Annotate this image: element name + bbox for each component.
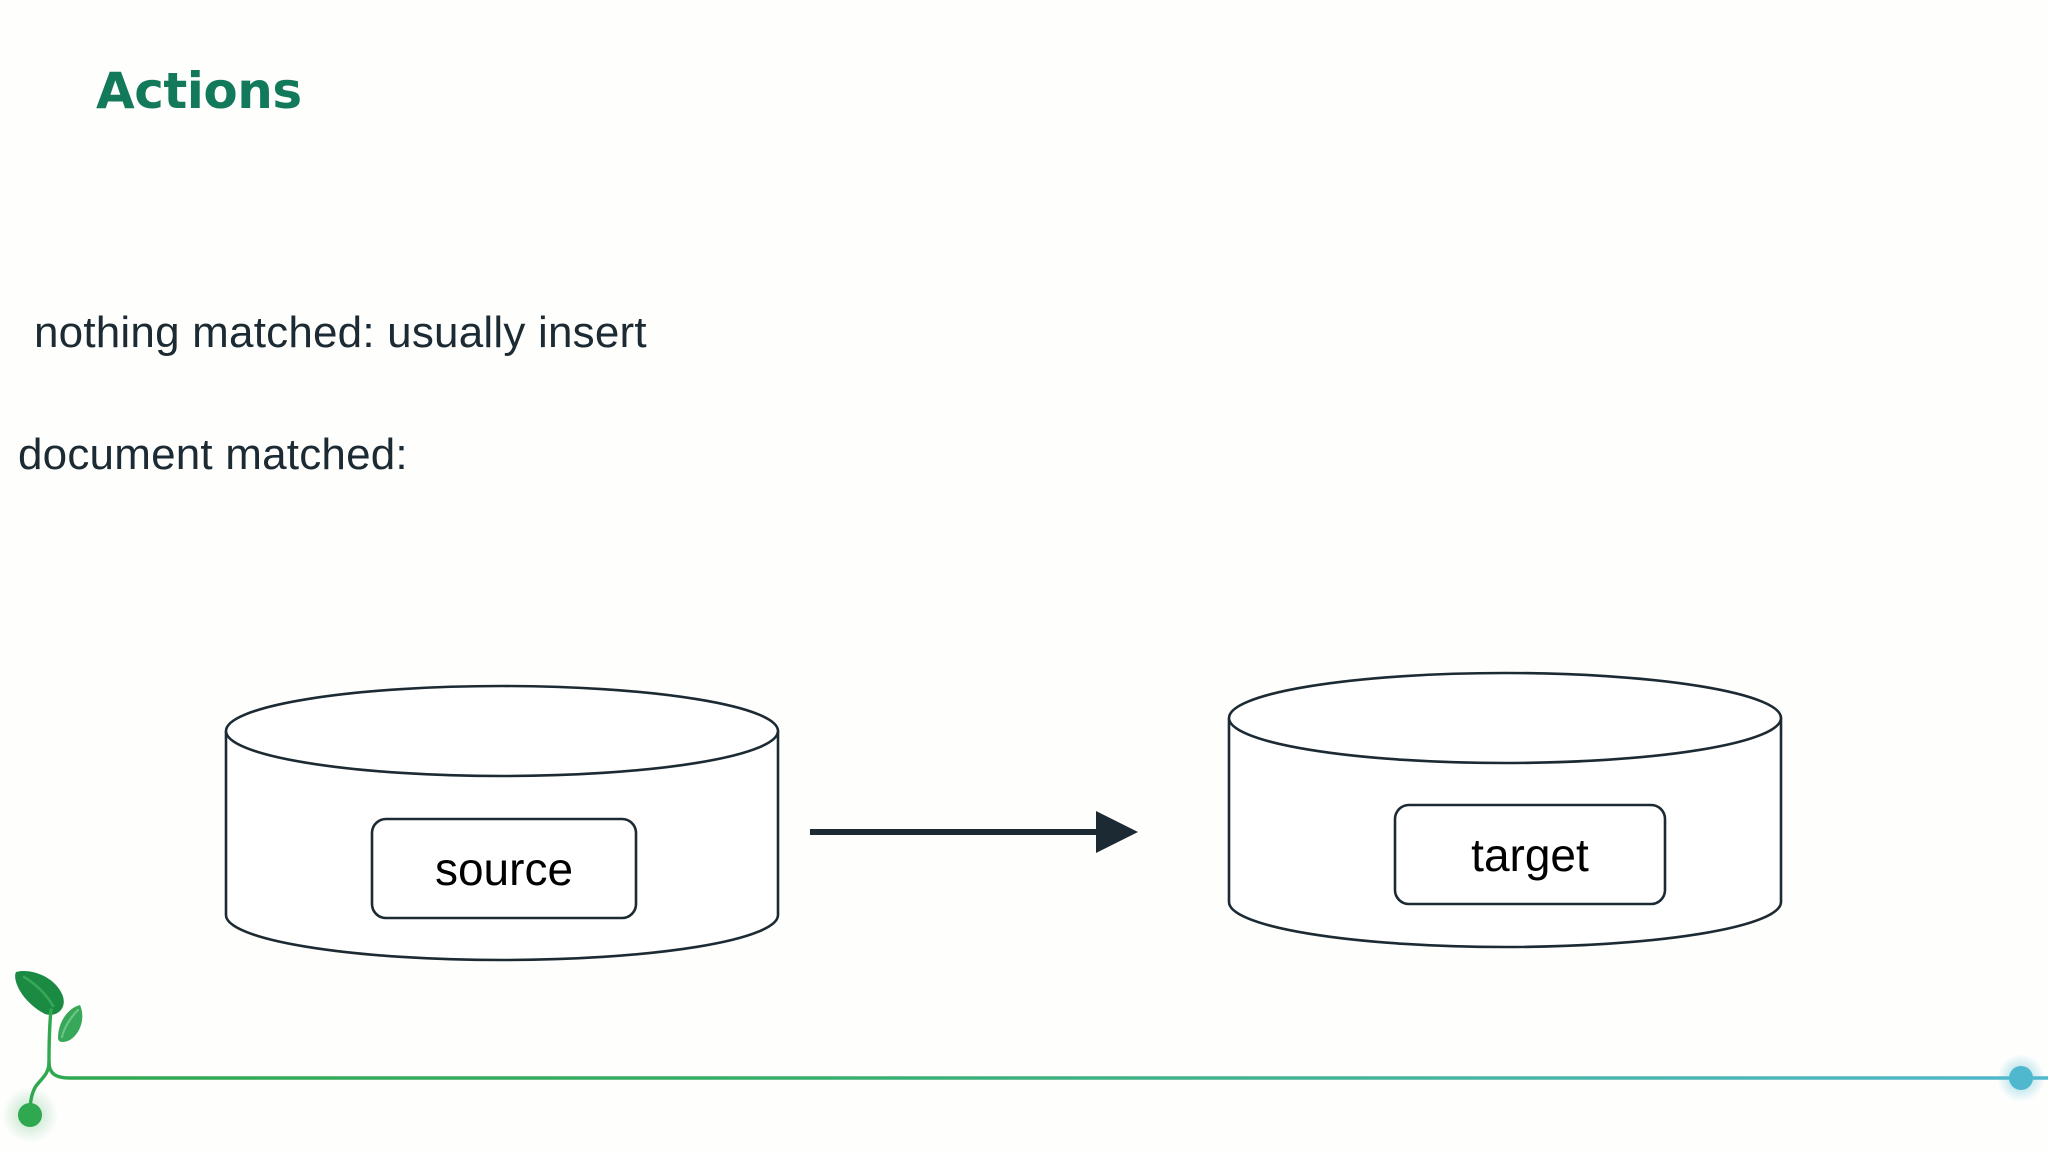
page-title: Actions <box>96 62 302 120</box>
sprout-leaf-small-vein <box>60 1008 80 1039</box>
target-cylinder <box>1227 671 1783 949</box>
source-cylinder-body <box>224 731 780 962</box>
body-line-nothing-matched: nothing matched: usually insert <box>34 308 647 357</box>
target-label-box <box>1393 803 1667 906</box>
footer-branding: #MDBLocal <box>0 950 2048 1152</box>
source-cylinder-top <box>224 684 780 778</box>
left-dot <box>18 1103 42 1127</box>
body-line-document-matched: document matched: <box>18 430 408 479</box>
sprout-leaf-large <box>15 970 64 1015</box>
footer-gradient-line <box>47 1008 2048 1080</box>
source-cylinder <box>224 684 780 962</box>
target-label: target <box>1471 829 1589 881</box>
source-label: source <box>435 843 573 895</box>
sprout-leaf-large-vein <box>22 975 55 1008</box>
target-cylinder-body <box>1227 718 1783 949</box>
right-dot <box>2009 1066 2033 1090</box>
target-cylinder-top <box>1227 671 1783 765</box>
sprout-icon <box>15 970 2048 1112</box>
source-label-box <box>370 817 638 920</box>
